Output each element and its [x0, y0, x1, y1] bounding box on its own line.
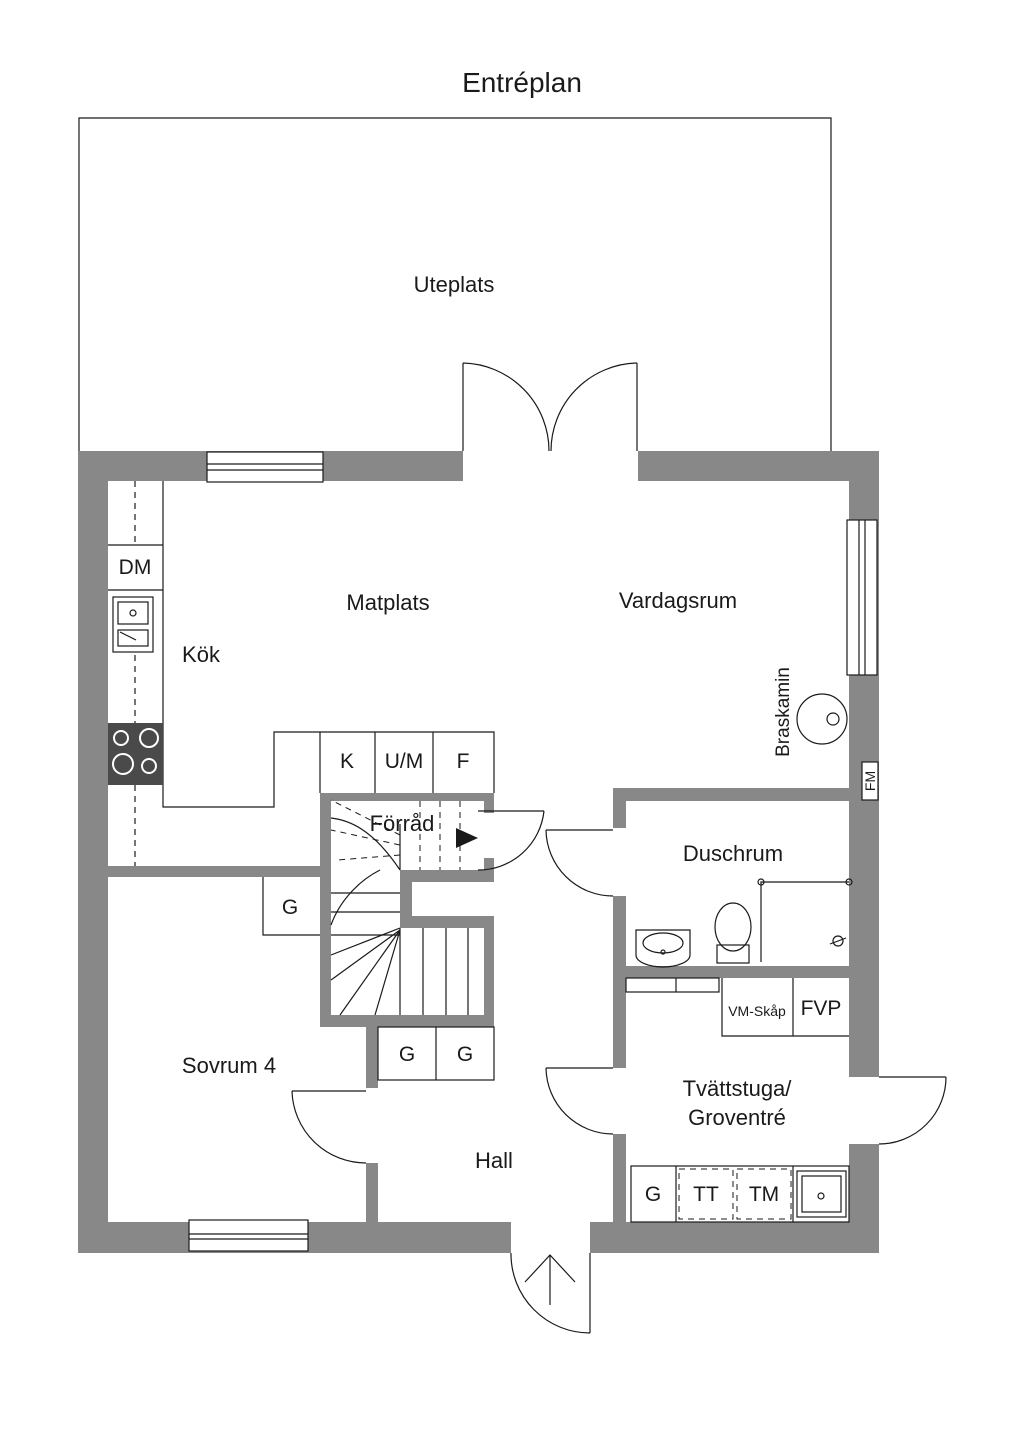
laundry-fixtures — [625, 977, 850, 1223]
fixture-fvp: FVP — [801, 997, 842, 1020]
room-uteplats: Uteplats — [414, 272, 495, 297]
plan-title: Entréplan — [462, 67, 582, 98]
hall-wardrobes — [377, 1026, 495, 1081]
fixture-g-tvatt: G — [645, 1183, 661, 1206]
terrace-outline — [78, 117, 832, 452]
fixture-dm: DM — [119, 556, 152, 579]
interior-walls — [108, 788, 879, 1225]
staircase — [330, 799, 478, 1016]
room-hall: Hall — [475, 1148, 513, 1173]
room-vardagsrum: Vardagsrum — [619, 588, 737, 613]
fixture-um: U/M — [385, 750, 424, 773]
fixture-tm: TM — [749, 1183, 779, 1206]
windows — [188, 451, 878, 1252]
kitchen-counter — [108, 481, 495, 866]
fixture-g-hall-2: G — [457, 1043, 473, 1066]
room-tvattstuga-line1: Tvättstuga/ — [683, 1076, 793, 1101]
fireplace — [796, 693, 848, 745]
fixture-tt: TT — [693, 1183, 719, 1206]
fm-box — [861, 761, 879, 801]
bathroom-fixtures — [635, 878, 853, 968]
stair-arrow-icon — [456, 828, 478, 848]
room-sovrum-4: Sovrum 4 — [182, 1053, 276, 1078]
room-duschrum: Duschrum — [683, 841, 783, 866]
room-tvattstuga-line2: Groventré — [688, 1105, 786, 1130]
room-kok: Kök — [182, 642, 221, 667]
sovrum-wardrobe — [262, 877, 320, 936]
room-forrad: Förråd — [370, 811, 435, 836]
fixture-f: F — [457, 750, 470, 773]
fixture-vm-skap: VM-Skåp — [728, 1003, 786, 1019]
fixture-k: K — [340, 750, 354, 773]
doors — [291, 362, 947, 1334]
fixture-g-hall-1: G — [399, 1043, 415, 1066]
fixture-g-sovrum: G — [282, 896, 298, 919]
room-matplats: Matplats — [346, 590, 429, 615]
fixture-braskamin: Braskamin — [773, 667, 794, 757]
fixture-fm: FM — [862, 771, 878, 791]
